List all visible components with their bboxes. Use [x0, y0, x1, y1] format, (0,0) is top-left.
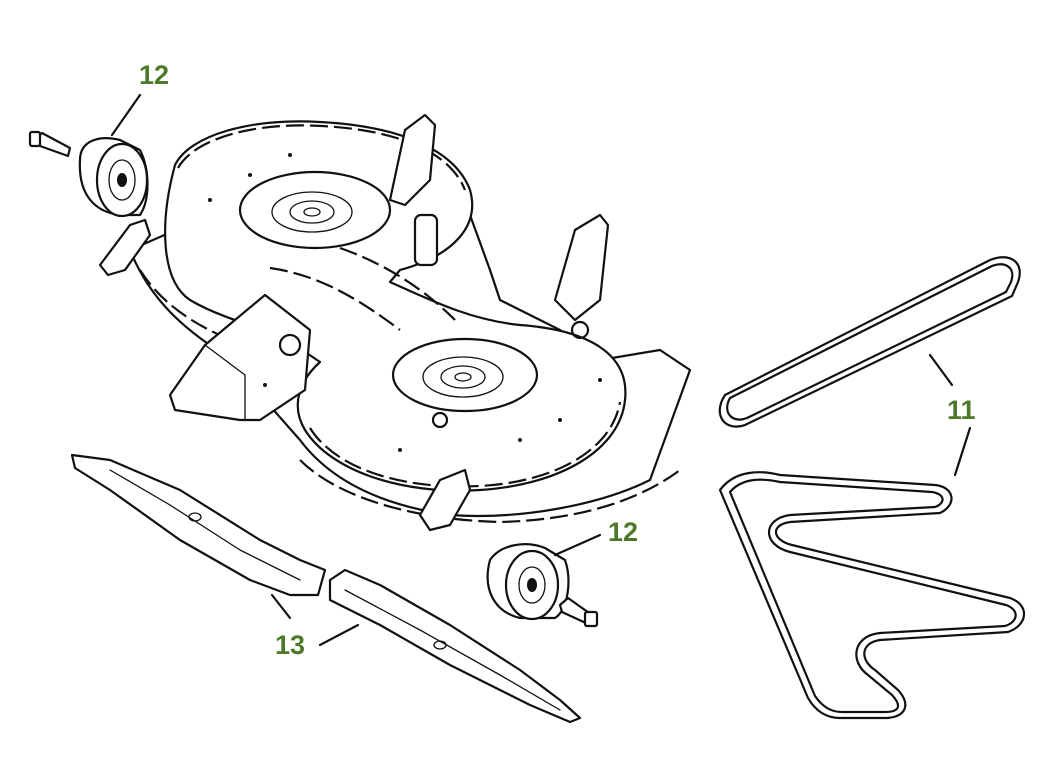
leader-line-11-lower [953, 426, 972, 477]
mower-deck [98, 113, 692, 532]
callout-13-blades: 13 [275, 630, 306, 660]
leader-lines [110, 93, 972, 647]
leader-line-13-right [318, 623, 360, 647]
callout-12-gauge-wheel-bottom: 12 [608, 517, 639, 547]
mower-blade-right [328, 568, 582, 724]
gauge-wheel-bottom [486, 543, 570, 621]
shoulder-bolt-bottom [558, 596, 599, 628]
leader-line-12-bottom [553, 533, 602, 557]
callout-12-gauge-wheel-top: 12 [139, 60, 170, 90]
leader-line-12-top [110, 93, 142, 137]
shoulder-bolt-top [28, 130, 72, 158]
leader-line-11-upper [928, 353, 954, 387]
deck-drive-belt [718, 256, 1021, 428]
mower-drive-belt [718, 471, 1026, 720]
mower-blade-left [70, 453, 327, 597]
gauge-wheel-top [78, 137, 149, 218]
callout-11-belts: 11 [947, 395, 976, 425]
leader-line-13-left [270, 593, 292, 620]
